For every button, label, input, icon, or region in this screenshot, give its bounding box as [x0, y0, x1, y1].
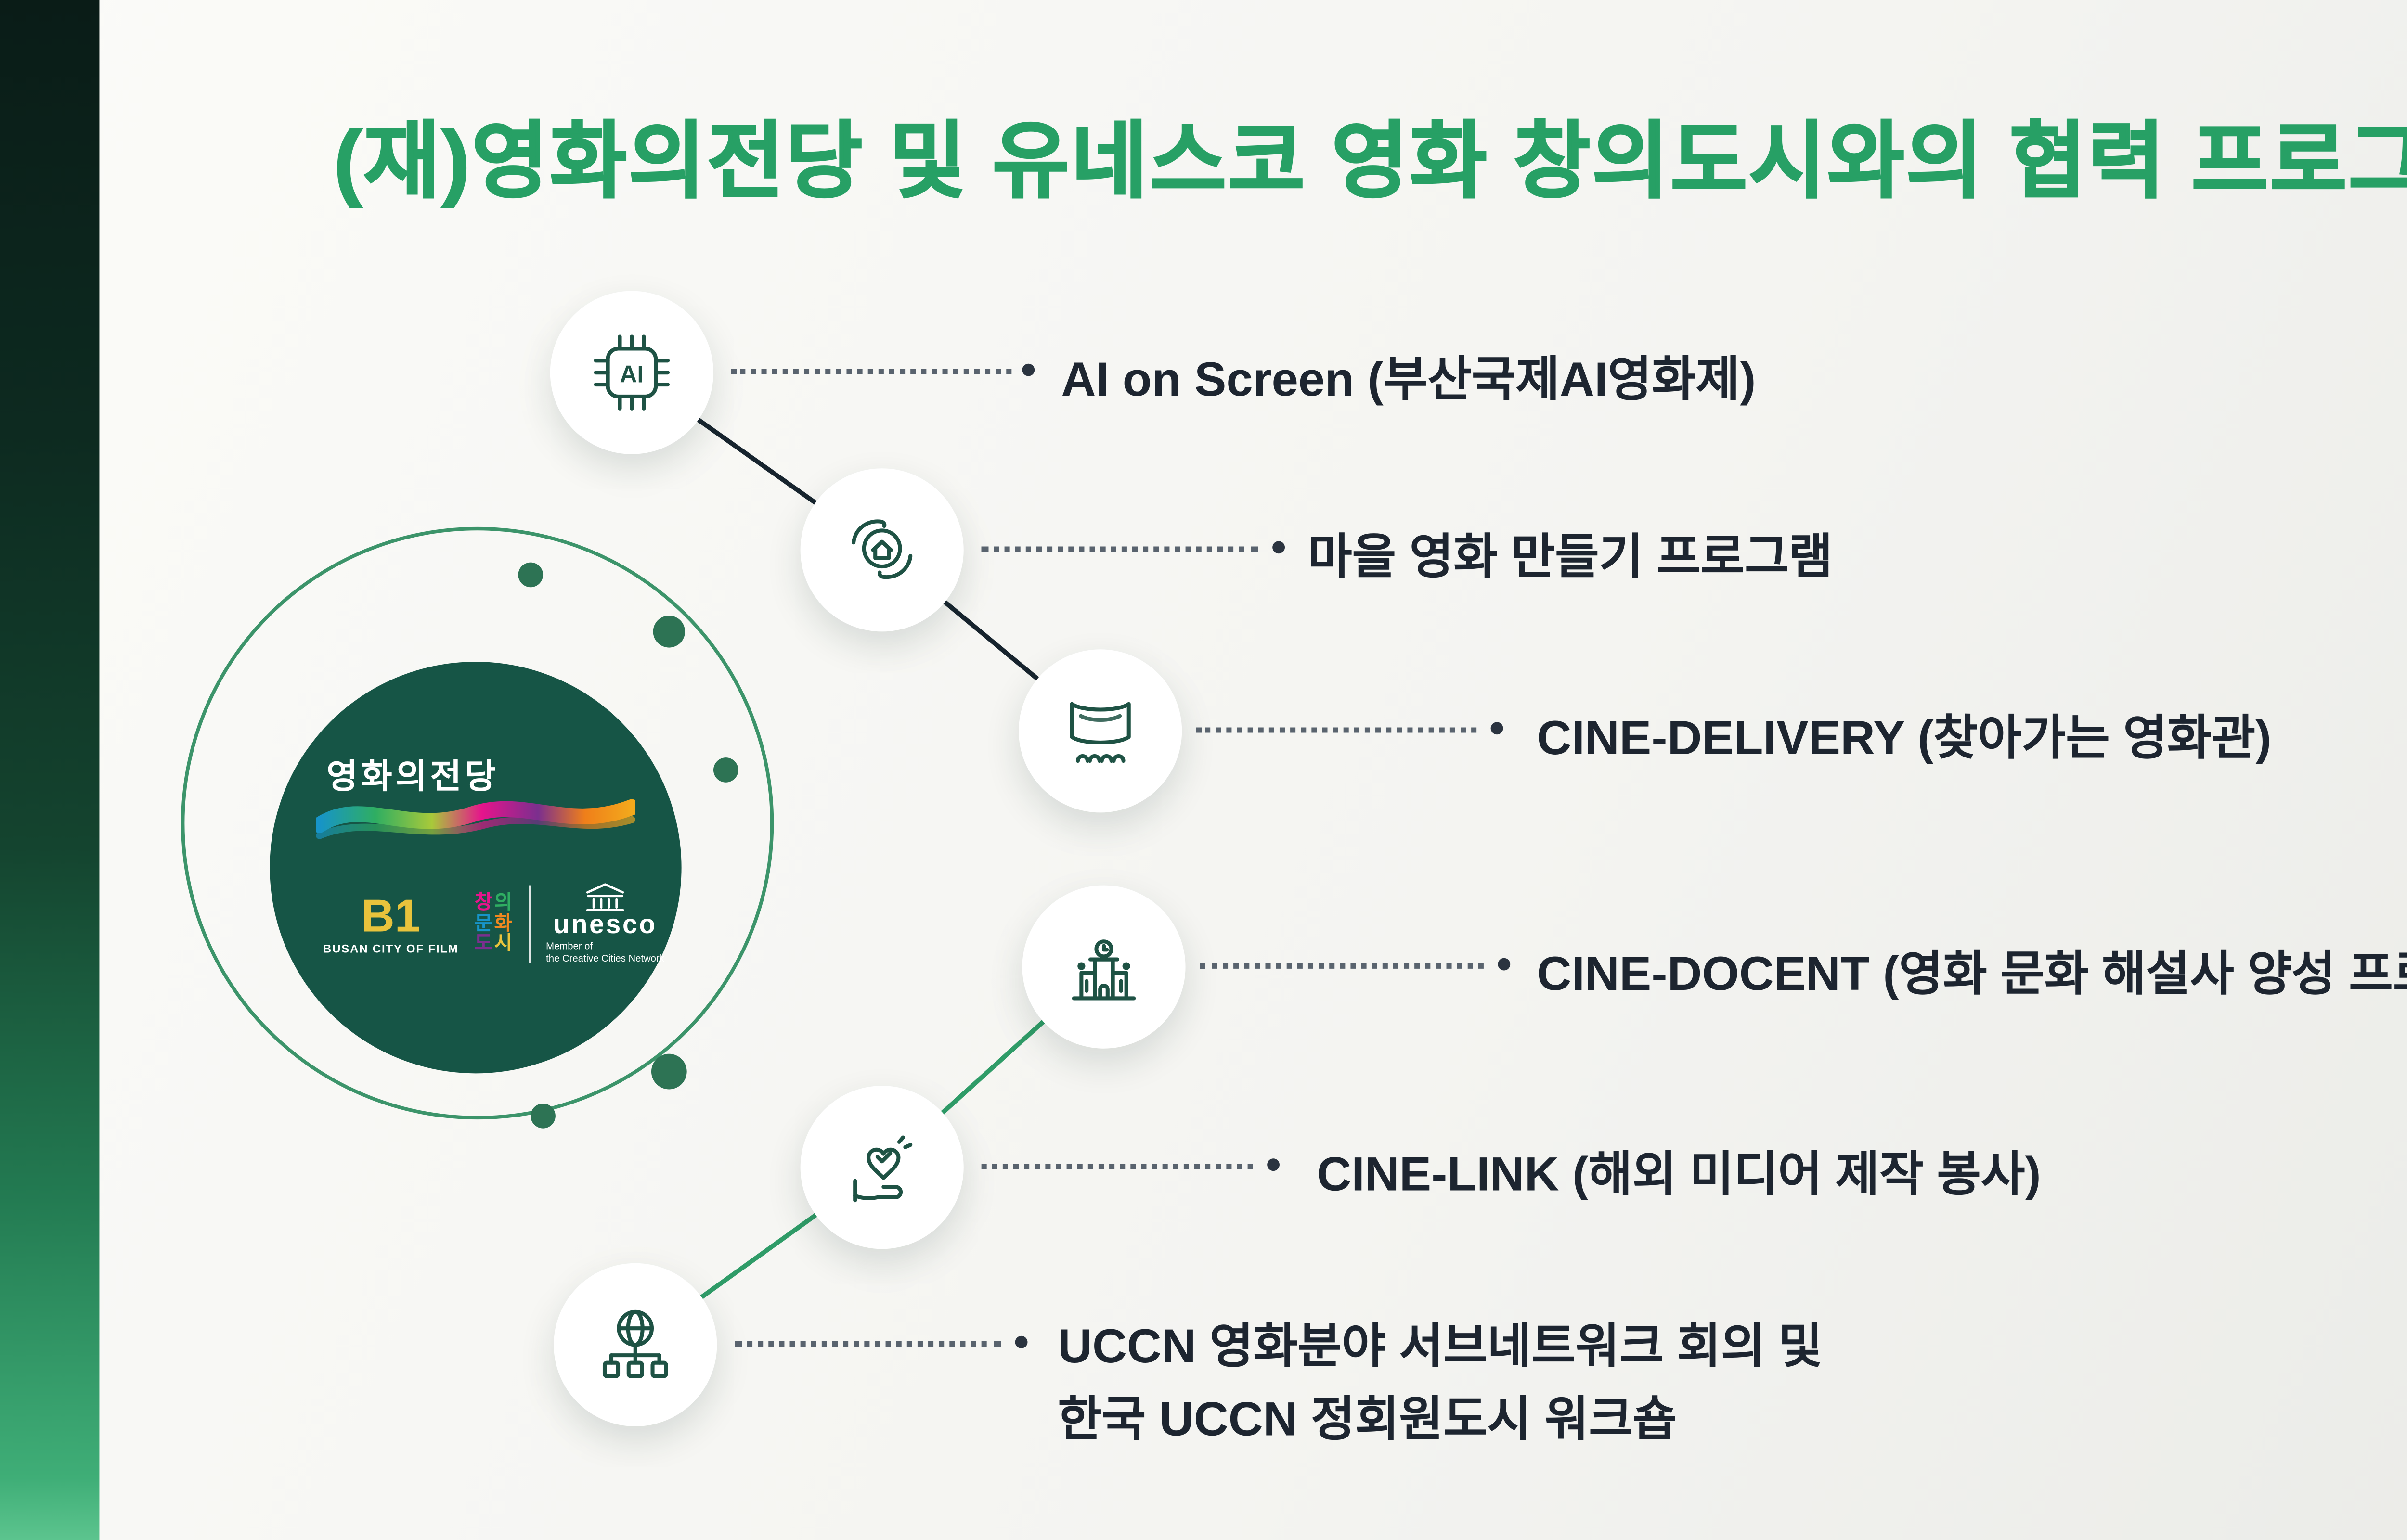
label-uccn-line1: UCCN 영화분야 서브네트워크 회의 및 [1058, 1320, 1823, 1373]
unesco-wordmark: unesco [553, 910, 657, 940]
unesco-caption-line: the Creative Cities Network [546, 955, 664, 966]
busan-city-of-film-logo: B1 BUSAN CITY OF FILM [323, 893, 459, 957]
label-uccn-meeting: UCCN 영화분야 서브네트워크 회의 및 한국 UCCN 정회원도시 워크숍 [1058, 1311, 1823, 1455]
civic-building-icon [1072, 939, 1136, 1001]
label-village-film-program: 마을 영화 만들기 프로그램 [1307, 530, 1833, 584]
dotted-connector [981, 546, 1258, 552]
emblem-dot [651, 1053, 687, 1090]
hands-house-icon [852, 519, 913, 579]
globe-network-icon [602, 1309, 668, 1378]
connector-end-dot [1015, 1335, 1028, 1348]
dotted-connector [981, 1164, 1253, 1169]
label-cine-link: CINE-LINK (해외 미디어 제작 봉사) [1317, 1148, 2041, 1201]
dotted-connector [1196, 727, 1477, 733]
creative-city-logo: 창 의 문 화 도 시 [474, 892, 513, 956]
label-ai-on-screen: AI on Screen (부산국제AI영화제) [1061, 353, 1756, 407]
busan-logo-mark: B1 [361, 889, 421, 943]
creative-city-char: 문 [474, 913, 493, 935]
connector-end-dot [1498, 958, 1511, 971]
emblem-logo-row: B1 BUSAN CITY OF FILM 창 의 문 화 도 시 unesc [323, 882, 664, 968]
connector-end-dot [1022, 363, 1035, 376]
emblem-dot [531, 1104, 556, 1129]
node-cine-docent [1022, 885, 1186, 1049]
dotted-connector [1200, 963, 1484, 969]
node-village-film [800, 468, 964, 632]
connector-end-dot [1272, 541, 1285, 554]
rainbow-wave [316, 799, 635, 839]
busan-logo-caption: BUSAN CITY OF FILM [323, 944, 459, 957]
unesco-logo: unesco Member of the Creative Cities Net… [546, 882, 664, 968]
hand-heart-icon [853, 1135, 913, 1203]
dotted-connector [735, 1341, 1001, 1347]
emblem-dot [653, 616, 685, 648]
creative-city-char: 시 [494, 933, 513, 955]
creative-city-char: 창 [474, 892, 493, 914]
emblem-dot [713, 757, 738, 783]
logo-divider [528, 886, 530, 964]
slide-title: (재)영화의전당 및 유네스코 영화 창의도시와의 협력 프로그램 [333, 113, 2407, 208]
label-uccn-line2: 한국 UCCN 정회원도시 워크숍 [1058, 1392, 1677, 1445]
unesco-caption-line: Member of [546, 941, 593, 952]
connector-end-dot [1490, 722, 1503, 735]
label-cine-docent: CINE-DOCENT (영화 문화 해설사 양성 프로그램) [1537, 947, 2407, 1001]
creative-city-char: 도 [474, 933, 493, 955]
creative-city-char: 의 [494, 892, 513, 914]
connector-end-dot [1267, 1158, 1280, 1171]
left-accent-bar [0, 0, 100, 1540]
emblem-dot [518, 562, 544, 588]
dotted-connector [731, 369, 1012, 374]
cinema-center-emblem: 영화의전당 B1 BUSAN CITY OF FILM 창 의 문 [270, 662, 682, 1074]
unesco-caption: Member of the Creative Cities Network [546, 941, 664, 969]
cinema-center-name: 영화의전당 [326, 759, 500, 797]
node-cine-link [800, 1086, 964, 1249]
label-cine-delivery: CINE-DELIVERY (찾아가는 영화관) [1537, 711, 2272, 765]
creative-city-char: 화 [494, 913, 513, 935]
cinema-screen-icon [1070, 702, 1131, 763]
emblem-ring [181, 526, 774, 1120]
svg-text:AI: AI [620, 360, 644, 387]
ai-chip-icon: AI [594, 334, 670, 411]
unesco-temple-icon [586, 883, 624, 911]
node-uccn [554, 1263, 717, 1426]
node-cine-delivery [1019, 649, 1182, 813]
node-ai-on-screen: AI [550, 291, 713, 454]
